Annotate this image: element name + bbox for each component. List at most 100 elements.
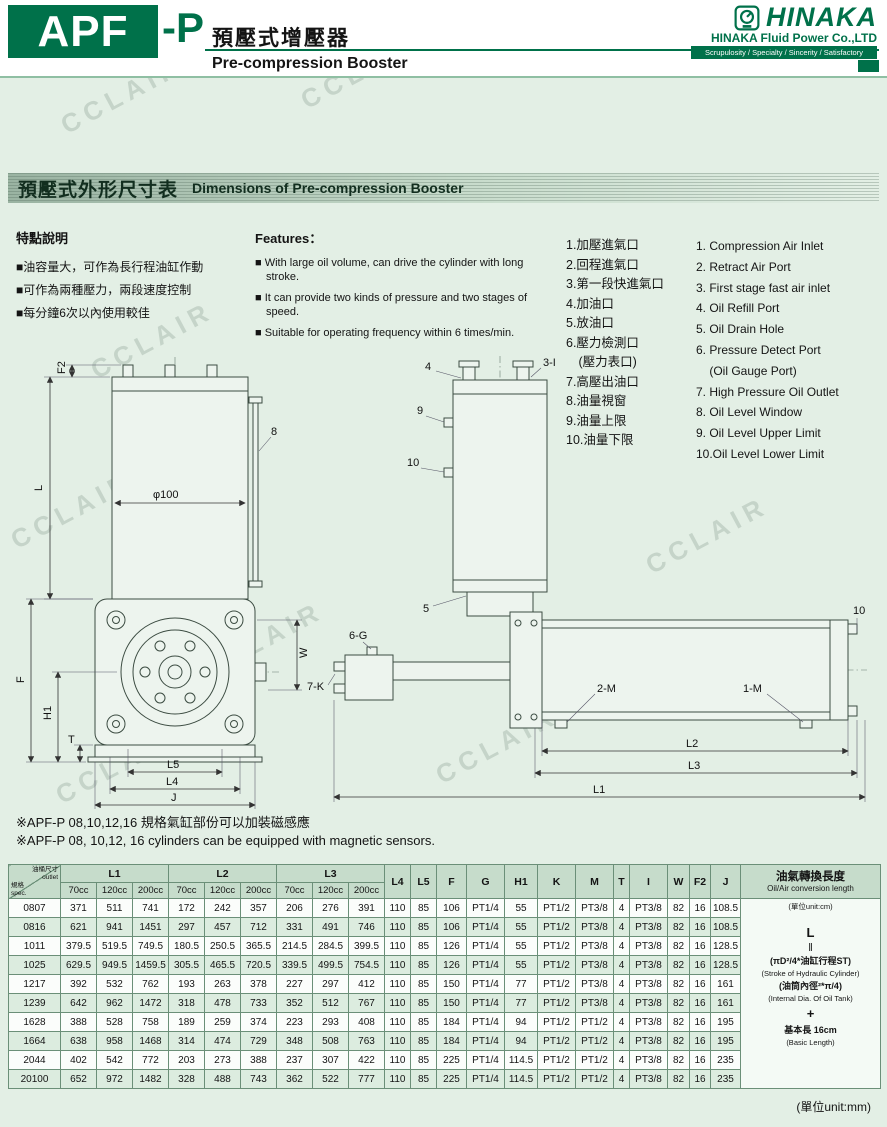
value-cell: 189 <box>168 1012 205 1032</box>
features-zh-title: 特點說明 <box>16 231 69 246</box>
value-cell: 508 <box>312 1031 349 1051</box>
conversion-formula-cell: (單位unit:cm)L‖(πD²/4*油缸行程ST)(Stroke of Hy… <box>740 898 881 1089</box>
value-cell: 195 <box>710 1012 741 1032</box>
column-header: M <box>575 864 614 899</box>
value-cell: PT3/8 <box>629 1012 668 1032</box>
value-cell: 638 <box>60 1031 97 1051</box>
value-cell: PT1/2 <box>575 1012 614 1032</box>
value-cell: 82 <box>667 1050 690 1070</box>
callout-6G: 6-G <box>349 630 367 642</box>
value-cell: 763 <box>348 1031 385 1051</box>
value-cell: PT1/4 <box>466 1031 505 1051</box>
value-cell: 242 <box>204 898 241 918</box>
port-label: 5. Oil Drain Hole <box>696 322 785 337</box>
product-title-en: Pre-compression Booster <box>212 55 408 72</box>
port-label: 1.加壓進氣口 <box>566 238 639 252</box>
value-cell: 235 <box>710 1069 741 1089</box>
dim-label-dia100: φ100 <box>153 489 179 501</box>
value-cell: 408 <box>348 1012 385 1032</box>
spec-cell: 1217 <box>8 974 61 994</box>
booster-side-body <box>333 360 858 729</box>
value-cell: 227 <box>276 974 313 994</box>
value-cell: 259 <box>204 1012 241 1032</box>
conversion-formula-line: 基本長 16cm <box>784 1025 837 1035</box>
feature-item: ■ Suitable for operating frequency withi… <box>255 327 515 339</box>
value-cell: 767 <box>348 993 385 1013</box>
callout-9: 9 <box>417 405 423 417</box>
value-cell: 512 <box>312 993 349 1013</box>
value-cell: 110 <box>384 1012 411 1032</box>
value-cell: 193 <box>168 974 205 994</box>
page-header: APF -P 預壓式增壓器 Pre-compression Booster HI… <box>0 0 887 78</box>
conversion-formula-line: (Internal Dia. Of Oil Tank) <box>768 994 853 1003</box>
port-label: 9.油量上限 <box>566 413 627 428</box>
dim-label-J: J <box>171 792 177 804</box>
value-cell: 522 <box>312 1069 349 1089</box>
conversion-formula-line: (單位unit:cm) <box>788 902 833 911</box>
value-cell: PT1/4 <box>466 1012 505 1032</box>
value-cell: 237 <box>276 1050 313 1070</box>
value-cell: 499.5 <box>312 955 349 975</box>
value-cell: 528 <box>96 1012 133 1032</box>
column-header: F <box>436 864 467 899</box>
column-header: W <box>667 864 690 899</box>
value-cell: PT1/4 <box>466 993 505 1013</box>
spec-cell: 1239 <box>8 993 61 1013</box>
value-cell: 85 <box>410 955 437 975</box>
value-cell: 511 <box>96 898 133 918</box>
value-cell: 203 <box>168 1050 205 1070</box>
value-cell: 457 <box>204 917 241 937</box>
column-header: T <box>613 864 630 899</box>
value-cell: 1472 <box>132 993 169 1013</box>
column-group-L1: L1 <box>60 864 169 883</box>
side-view-drawing: 4 3-I 9 10 5 6-G 7-K 2-M 1-M 10 <box>305 352 880 810</box>
value-cell: PT3/8 <box>629 917 668 937</box>
value-cell: 491 <box>312 917 349 937</box>
feature-item: ■每分鐘6次以內使用較佳 <box>16 306 150 320</box>
value-cell: 307 <box>312 1050 349 1070</box>
value-cell: 82 <box>667 898 690 918</box>
value-cell: 55 <box>504 898 538 918</box>
value-cell: 297 <box>168 917 205 937</box>
section-title-bar: 預壓式外形尺寸表 Dimensions of Pre-compression B… <box>8 173 879 203</box>
value-cell: 128.5 <box>710 936 741 956</box>
value-cell: PT3/8 <box>629 936 668 956</box>
feature-item: ■ With large oil volume, can drive the c… <box>255 257 524 283</box>
callout-2M: 2-M <box>597 683 616 695</box>
value-cell: PT1/4 <box>466 917 505 937</box>
callout-7K: 7-K <box>307 681 325 693</box>
value-cell: 293 <box>312 1012 349 1032</box>
unit-note: (單位unit:mm) <box>796 1100 871 1114</box>
column-header: K <box>537 864 576 899</box>
value-cell: 82 <box>667 936 690 956</box>
value-cell: PT3/8 <box>575 898 614 918</box>
value-cell: 754.5 <box>348 955 385 975</box>
port-label: 6. Pressure Detect Port <box>696 342 821 357</box>
value-cell: PT3/8 <box>629 993 668 1013</box>
value-cell: 225 <box>436 1050 467 1070</box>
value-cell: 297 <box>312 974 349 994</box>
value-cell: 114.5 <box>504 1050 538 1070</box>
model-suffix: -P <box>162 4 204 51</box>
value-cell: PT1/4 <box>466 1069 505 1089</box>
value-cell: 357 <box>240 898 277 918</box>
value-cell: 741 <box>132 898 169 918</box>
value-cell: 4 <box>613 955 630 975</box>
feature-item: ■油容量大，可作為長行程油缸作動 <box>16 260 204 274</box>
value-cell: 374 <box>240 1012 277 1032</box>
value-cell: 4 <box>613 936 630 956</box>
value-cell: PT3/8 <box>575 974 614 994</box>
value-cell: 94 <box>504 1012 538 1032</box>
value-cell: PT1/2 <box>537 1069 576 1089</box>
value-cell: PT1/2 <box>537 1031 576 1051</box>
company-name: HINAKA Fluid Power Co.,LTD <box>711 31 877 45</box>
value-cell: PT1/4 <box>466 1050 505 1070</box>
value-cell: 250.5 <box>204 936 241 956</box>
spec-cell: 20100 <box>8 1069 61 1089</box>
value-cell: 184 <box>436 1012 467 1032</box>
